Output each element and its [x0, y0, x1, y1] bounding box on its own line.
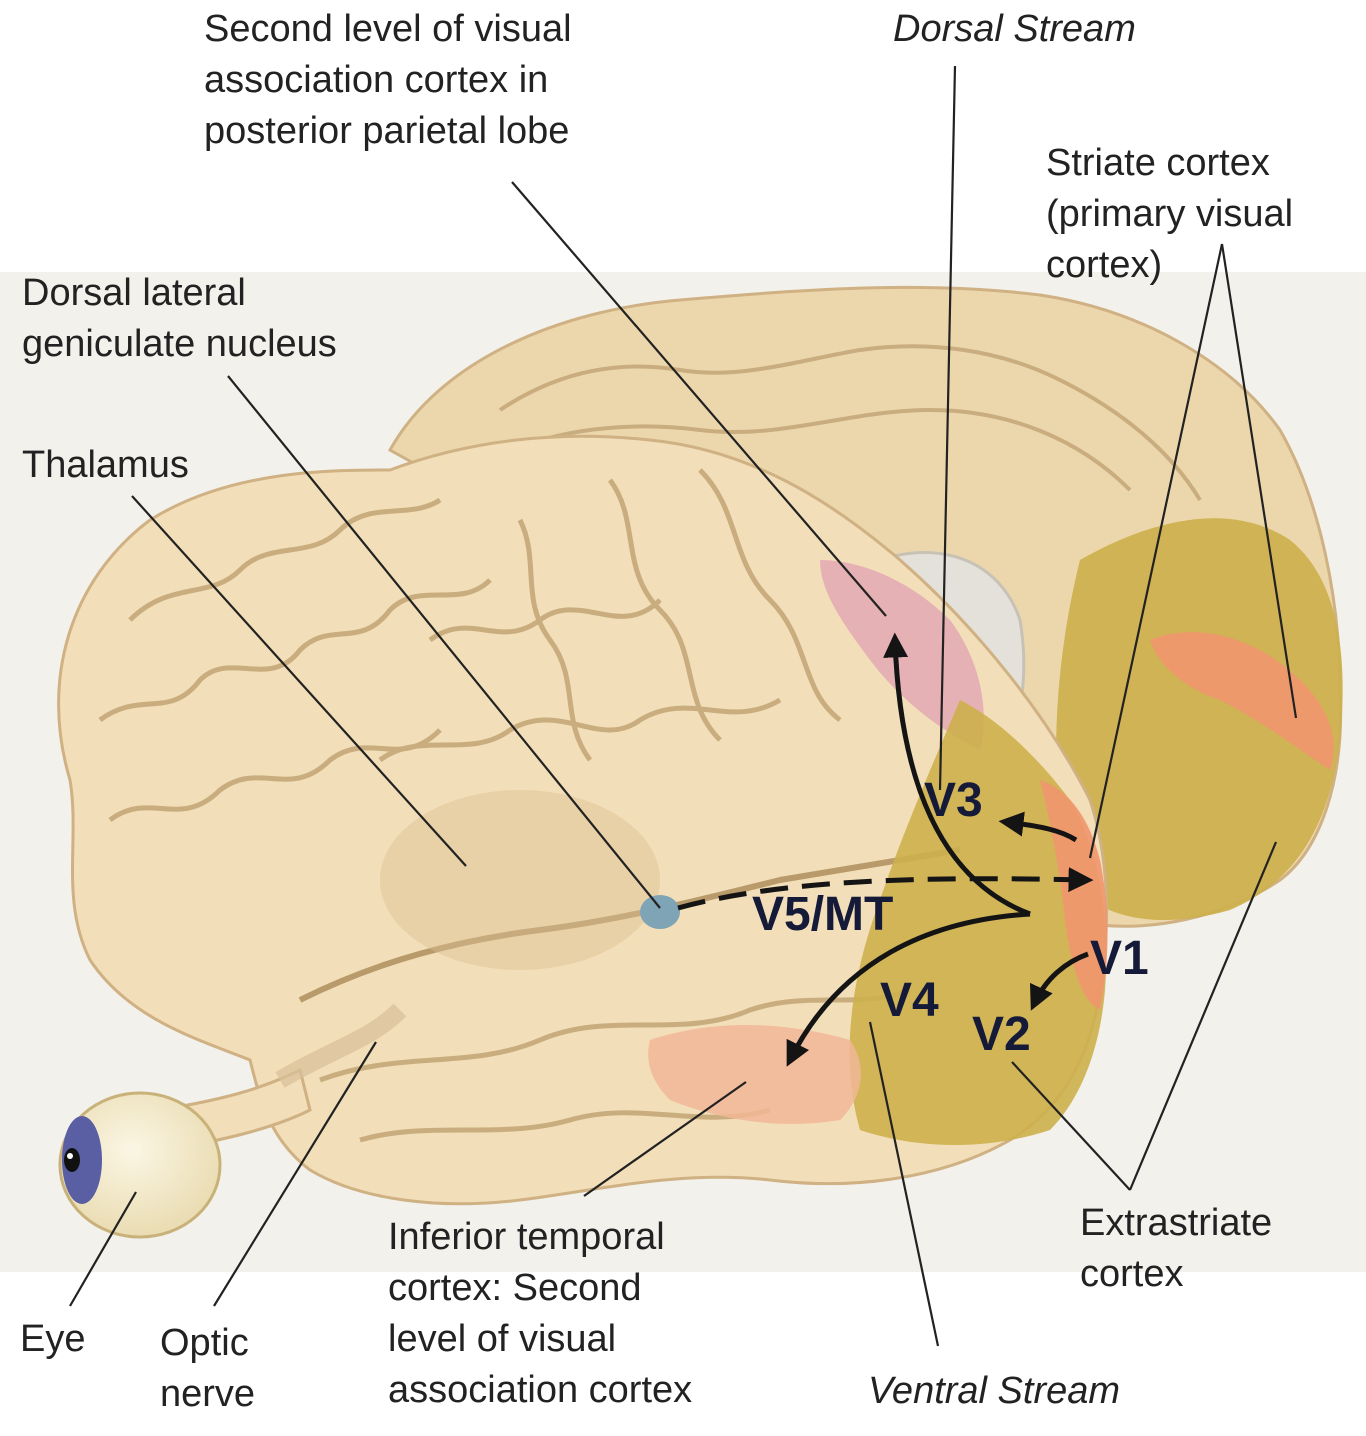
leader-extrastriate-1 — [1011, 1061, 1131, 1191]
area-label-v1: V1 — [1090, 932, 1149, 985]
thalamus-region — [380, 790, 660, 970]
label-thalamus: Thalamus — [22, 444, 189, 486]
optic-nerve-core — [275, 1003, 407, 1088]
medial-gyrus-2 — [469, 407, 1132, 492]
temporal-gyrus-1 — [319, 987, 911, 1083]
area-label-v4: V4 — [880, 974, 939, 1027]
label-dorsal-stream: Dorsal Stream — [893, 8, 1136, 50]
medial-gyrus-1 — [498, 344, 1202, 502]
gyrus-line-7 — [428, 598, 662, 643]
area-label-v5-mt: V5/MT — [752, 888, 894, 941]
gyrus-line-5 — [607, 478, 722, 742]
leader-striate-2 — [1220, 243, 1298, 719]
gyrus-line-2 — [98, 578, 492, 723]
v1-region — [1040, 780, 1108, 1010]
v1-to-v3-arrow — [998, 811, 1078, 843]
label-ventral-stream: Ventral Stream — [868, 1370, 1121, 1412]
leader-ventral-stream — [868, 1021, 940, 1347]
v1-to-v2-arrow — [1029, 951, 1089, 1011]
pupil-highlight — [67, 1153, 73, 1159]
label-optic-nerve: Optic nerve — [160, 1322, 256, 1415]
gyrus-line-8 — [378, 697, 782, 763]
area-label-v3: V3 — [924, 774, 983, 827]
label-extrastriate: Extrastriate cortex — [1080, 1202, 1273, 1295]
leader-dorsal-stream — [938, 65, 957, 791]
lgn-to-v1-arrow — [677, 867, 1094, 911]
temporal-gyrus-2 — [359, 1107, 771, 1143]
gyrus-line-3 — [108, 728, 442, 823]
label-striate-cortex: Striate cortex (primary visual cortex) — [1046, 142, 1294, 286]
leader-striate-1 — [1088, 243, 1224, 859]
striate-medial — [1150, 632, 1334, 770]
lgn-nucleus — [640, 895, 680, 929]
label-eye: Eye — [20, 1318, 86, 1360]
label-second-level-parietal: Second level of visual association corte… — [204, 8, 572, 152]
area-label-v2: V2 — [972, 1008, 1031, 1061]
leader-thalamus — [131, 495, 467, 867]
label-dorsal-lgn: Dorsal lateral geniculate nucleus — [22, 272, 337, 365]
ventral-stream-arrow — [786, 911, 1031, 1067]
label-inferior-temporal: Inferior temporal cortex: Second level o… — [388, 1216, 693, 1411]
leader-second-level-parietal — [511, 181, 887, 617]
iris-icon — [62, 1116, 102, 1204]
pupil-icon — [64, 1148, 80, 1172]
leader-lgn — [227, 375, 661, 909]
gyrus-line-1 — [128, 497, 442, 622]
leader-inferior-temporal — [583, 1081, 747, 1197]
leader-eye — [69, 1191, 137, 1307]
dorsal-stream-arrow — [883, 632, 1031, 917]
occipital-medial — [1056, 518, 1343, 920]
eye-icon — [58, 1091, 222, 1239]
gyrus-line-6 — [698, 468, 842, 722]
leader-extrastriate-2 — [1128, 841, 1278, 1191]
leader-optic-nerve — [213, 1041, 377, 1307]
